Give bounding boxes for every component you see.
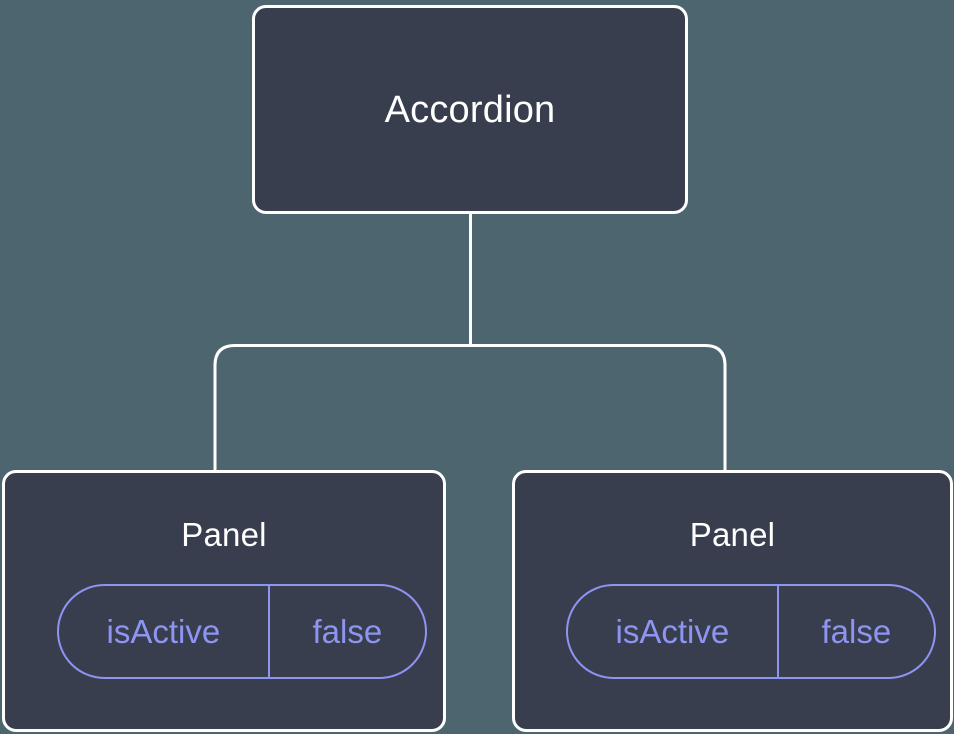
node-accordion[interactable]: Accordion [252, 5, 688, 214]
edge-branch-left [213, 344, 471, 471]
node-accordion-label: Accordion [384, 88, 556, 131]
state-pill-left-value: false [312, 613, 383, 650]
node-panel-right-label: Panel [689, 516, 776, 553]
edge-branch-right [470, 344, 727, 471]
state-pill-left[interactable]: isActive false [56, 584, 427, 679]
state-pill-left-key: isActive [59, 586, 271, 677]
node-panel-right[interactable]: Panel isActive false [512, 470, 953, 732]
node-panel-left-label: Panel [181, 516, 267, 553]
state-pill-right-key: isActive [568, 586, 780, 677]
state-pill-right-value: false [821, 613, 892, 650]
state-pill-right[interactable]: isActive false [565, 584, 936, 679]
node-panel-left[interactable]: Panel isActive false [2, 470, 446, 732]
